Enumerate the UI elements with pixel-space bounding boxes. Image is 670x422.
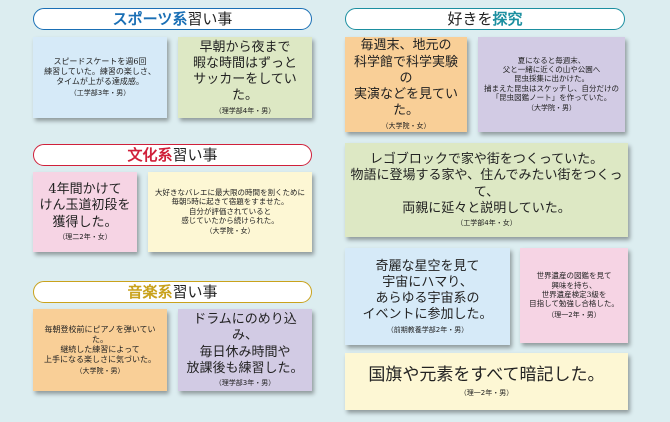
card: 毎朝登校前にピアノを弾いていた。 継続した練習によって 上手になる楽しさに気づい… — [33, 309, 167, 391]
section-header-sports: スポーツ系習い事 — [33, 8, 312, 30]
card: 世界遺産の図鑑を見て 興味を持ち、 世界遺産検定3級を 目指して勉強し合格した。… — [520, 248, 628, 343]
card: 奇麗な星空を見て 宇宙にハマり、 あらゆる宇宙系の イベントに参加した。（前期教… — [345, 248, 510, 345]
card: スピードスケートを週6回 練習していた。練習の楽しさ、 タイムが上がる達成感。（… — [33, 37, 167, 118]
card: レゴブロックで家や街をつくっていた。 物語に登場する家や、住んでみたい街をつくっ… — [345, 143, 628, 237]
card: 国旗や元素をすべて暗記した。（理一2年・男） — [345, 353, 628, 410]
card: 毎週末、地元の 科学館で科学実験の 実演などを見ていた。（大学院・女） — [345, 37, 467, 132]
section-header-explore: 好きを探究 — [345, 8, 625, 30]
card: 夏になると毎週末、 父と一緒に近くの山や公園へ 昆虫採集に出かけた。 捕まえた昆… — [478, 37, 625, 132]
card: 早朝から夜まで 暇な時間はずっと サッカーをしていた。（理学部4年・男） — [178, 37, 312, 118]
card: ドラムにのめり込み、 毎日休み時間や 放課後も練習した。（理学部3年・男） — [178, 309, 312, 391]
section-header-music: 音楽系習い事 — [33, 281, 312, 303]
section-header-culture: 文化系習い事 — [33, 144, 312, 166]
card: 4年間かけて けん玉道初段を 獲得した。（理二2年・女） — [33, 172, 137, 252]
card: 大好きなバレエに最大限の時間を割くために 毎朝5時に起きて宿題をすませた。 自分… — [148, 172, 312, 252]
